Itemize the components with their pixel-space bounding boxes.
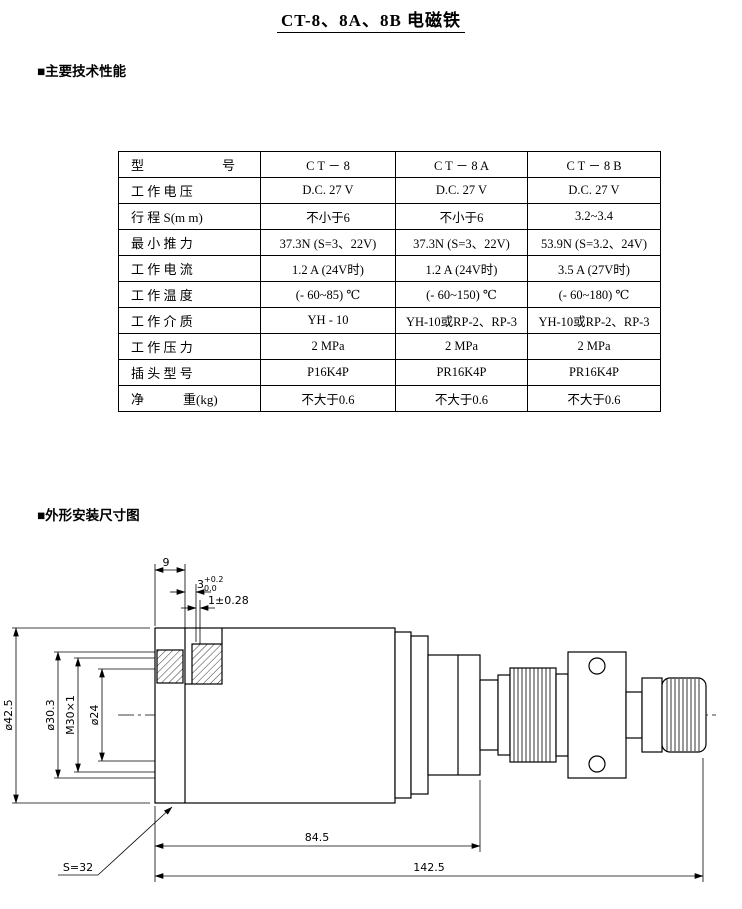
page-title-text: CT-8、8A、8B 电磁铁 — [276, 11, 466, 33]
spec-cell: 53.9N (S=3.2、24V) — [527, 229, 661, 256]
table-row: 型 号 C T － 8 C T － 8 A C T － 8 B — [118, 151, 661, 178]
page-title: CT-8、8A、8B 电磁铁 — [0, 6, 742, 33]
spec-cell: (- 60~85) ℃ — [260, 281, 396, 308]
dim-3-tol-upper: +0.2 — [204, 575, 223, 584]
screw-hole-bottom — [588, 755, 606, 773]
spec-row-label: 型 号 — [118, 151, 261, 178]
wrench-size-label: S=32 — [63, 861, 93, 874]
spec-row-label: 工 作 电 流 — [118, 255, 261, 282]
spec-row-label: 工 作 温 度 — [118, 281, 261, 308]
table-row: 净 重(kg) 不大于0.6 不大于0.6 不大于0.6 — [118, 385, 661, 412]
spec-cell: (- 60~150) ℃ — [395, 281, 528, 308]
spec-table: 型 号 C T － 8 C T － 8 A C T － 8 B 工 作 电 压 … — [118, 151, 661, 412]
solenoid-body — [154, 627, 396, 804]
spec-cell: (- 60~180) ℃ — [527, 281, 661, 308]
spec-cell: D.C. 27 V — [395, 177, 528, 204]
section-heading-performance: ■主要技术性能 — [37, 64, 127, 79]
connector-body — [641, 677, 663, 753]
screw-hole-top — [588, 657, 606, 675]
dia-42-5-label: ø42.5 — [2, 699, 15, 730]
spec-cell: 3.5 A (27V时) — [527, 255, 661, 282]
spec-row-label: 工 作 介 质 — [118, 307, 261, 334]
section-heading-dimensions: ■外形安装尺寸图 — [37, 508, 140, 523]
table-row: 工 作 温 度 (- 60~85) ℃ (- 60~150) ℃ (- 60~1… — [118, 281, 661, 308]
spec-cell: YH - 10 — [260, 307, 396, 334]
spec-cell: 2 MPa — [395, 333, 528, 360]
spec-cell: C T － 8 — [260, 151, 396, 178]
spec-cell: 2 MPa — [527, 333, 661, 360]
spec-cell: 37.3N (S=3、22V) — [395, 229, 528, 256]
dimension-lines — [12, 564, 704, 882]
connector-ribs — [666, 679, 700, 751]
front-plate-hatch — [156, 649, 184, 684]
knurl-ribs — [513, 668, 551, 762]
spec-cell: 37.3N (S=3、22V) — [260, 229, 396, 256]
thread-m30-label: M30×1 — [64, 695, 77, 735]
dimension-labels: 9 3 +0.2 0.0 1±0.28 ø42.5 ø30.3 M30×1 ø2… — [2, 556, 445, 874]
table-row: 工 作 电 流 1.2 A (24V时) 1.2 A (24V时) 3.5 A … — [118, 255, 661, 282]
spec-row-label: 插 头 型 号 — [118, 359, 261, 386]
spec-cell: 2 MPa — [260, 333, 396, 360]
spec-cell: 不大于0.6 — [395, 385, 528, 412]
rear-housing — [427, 654, 481, 776]
table-row: 工 作 压 力 2 MPa 2 MPa 2 MPa — [118, 333, 661, 360]
dia-24-label: ø24 — [88, 705, 101, 726]
dim-3-label: 3 — [197, 578, 204, 591]
dim-1-label: 1±0.28 — [208, 594, 249, 607]
spec-row-label: 工 作 压 力 — [118, 333, 261, 360]
flange-outer — [394, 631, 412, 799]
dim-142-5-label: 142.5 — [413, 861, 445, 874]
connector-neck — [625, 691, 643, 739]
table-row: 工 作 电 压 D.C. 27 V D.C. 27 V D.C. 27 V — [118, 177, 661, 204]
neck — [479, 679, 499, 751]
outline-drawing: 9 3 +0.2 0.0 1±0.28 ø42.5 ø30.3 M30×1 ø2… — [0, 540, 742, 904]
solenoid-outline — [154, 627, 707, 804]
dim-9-label: 9 — [163, 556, 170, 569]
spec-cell: D.C. 27 V — [527, 177, 661, 204]
flange-inner — [410, 635, 429, 795]
spec-cell: 3.2~3.4 — [527, 203, 661, 230]
plug-collar — [555, 673, 569, 757]
dim-3-tol-lower: 0.0 — [204, 584, 217, 593]
spec-cell: 不小于6 — [395, 203, 528, 230]
spec-cell: P16K4P — [260, 359, 396, 386]
plug-knurled-nut — [509, 667, 557, 763]
dim-84-5-label: 84.5 — [305, 831, 330, 844]
spec-row-label: 工 作 电 压 — [118, 177, 261, 204]
spec-row-label: 行 程 S(m m) — [118, 203, 261, 230]
spec-row-label: 最 小 推 力 — [118, 229, 261, 256]
solenoid-dimension-drawing: 9 3 +0.2 0.0 1±0.28 ø42.5 ø30.3 M30×1 ø2… — [2, 556, 716, 882]
table-row: 插 头 型 号 P16K4P PR16K4P PR16K4P — [118, 359, 661, 386]
spec-cell: D.C. 27 V — [260, 177, 396, 204]
spec-cell: 1.2 A (24V时) — [395, 255, 528, 282]
table-row: 最 小 推 力 37.3N (S=3、22V) 37.3N (S=3、22V) … — [118, 229, 661, 256]
spec-cell: 不小于6 — [260, 203, 396, 230]
spec-row-label: 净 重(kg) — [118, 385, 261, 412]
spec-cell: YH-10或RP-2、RP-3 — [395, 307, 528, 334]
thread-boss-hatch — [191, 643, 223, 685]
spec-cell: 不大于0.6 — [260, 385, 396, 412]
spec-cell: PR16K4P — [527, 359, 661, 386]
spec-cell: 1.2 A (24V时) — [260, 255, 396, 282]
spec-cell: YH-10或RP-2、RP-3 — [527, 307, 661, 334]
spec-cell: PR16K4P — [395, 359, 528, 386]
spec-cell: C T － 8 B — [527, 151, 661, 178]
spec-cell: C T － 8 A — [395, 151, 528, 178]
spec-cell: 不大于0.6 — [527, 385, 661, 412]
table-row: 工 作 介 质 YH - 10 YH-10或RP-2、RP-3 YH-10或RP… — [118, 307, 661, 334]
table-row: 行 程 S(m m) 不小于6 不小于6 3.2~3.4 — [118, 203, 661, 230]
plug-base — [497, 674, 511, 756]
dia-30-3-label: ø30.3 — [44, 699, 57, 730]
